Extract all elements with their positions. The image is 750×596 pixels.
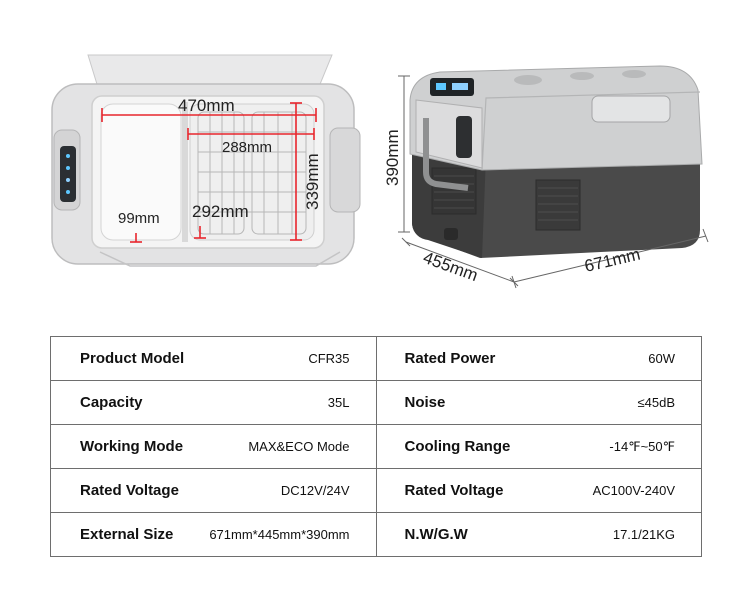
spec-label: Capacity (80, 394, 143, 411)
spec-value: 60W (648, 351, 675, 366)
spec-cell-right: Rated Voltage AC100V-240V (375, 468, 702, 513)
interior-width-label: 288mm (222, 139, 272, 156)
spec-value: DC12V/24V (280, 483, 350, 498)
spec-label: Cooling Range (404, 438, 511, 455)
table-row: Working Mode MAX&ECO Mode Cooling Range -1… (50, 424, 702, 469)
interior-depth-label: 339mm (303, 153, 322, 210)
large-compartment-label: 292mm (192, 202, 249, 221)
spec-value: 671mm*445mm*390mm (209, 527, 350, 542)
table-row: Product Model CFR35 Rated Power 60W (50, 336, 702, 381)
table-row: External Size 671mm*445mm*390mm N.W/G.W 17… (50, 512, 702, 557)
spec-label: Rated Voltage (404, 482, 504, 499)
table-row: Capacity 35L Noise ≤45dB (50, 380, 702, 425)
spec-label: Rated Power (404, 350, 496, 367)
fridge-side-view (409, 65, 703, 258)
spec-label: Product Model (80, 350, 185, 367)
spec-cell-right: N.W/G.W 17.1/21KG (375, 512, 702, 557)
product-illustration: 470mm 288mm 339mm 99mm 292mm (51, 54, 709, 289)
spec-value: ≤45dB (637, 395, 676, 410)
spec-value: AC100V-240V (592, 483, 675, 498)
interior-length-label: 470mm (178, 96, 235, 115)
spec-label: Noise (404, 394, 446, 411)
spec-value: MAX&ECO Mode (248, 439, 350, 454)
spec-value: CFR35 (308, 351, 350, 366)
spec-label: Working Mode (80, 438, 184, 455)
spec-value: -14℉~50℉ (609, 438, 675, 454)
interior-measure-lines (101, 102, 317, 243)
height-label: 390mm (383, 129, 402, 186)
exterior-measure-lines (398, 75, 709, 289)
spec-cell-left: External Size 671mm*445mm*390mm (50, 512, 377, 557)
spec-label: Rated Voltage (80, 482, 179, 499)
spec-value: 35L (327, 395, 350, 410)
spec-cell-right: Cooling Range -14℉~50℉ (375, 424, 702, 469)
spec-label: External Size (80, 526, 174, 543)
spec-cell-left: Working Mode MAX&ECO Mode (50, 424, 377, 469)
spec-cell-right: Noise ≤45dB (375, 380, 702, 425)
spec-label: N.W/G.W (404, 526, 468, 543)
table-row: Rated Voltage DC12V/24V Rated Voltage AC10… (50, 468, 702, 513)
small-compartment-label: 99mm (118, 210, 160, 227)
spec-value: 17.1/21KG (612, 527, 675, 542)
fridge-top-view (51, 54, 361, 267)
spec-cell-right: Rated Power 60W (375, 336, 702, 381)
spec-cell-left: Capacity 35L (50, 380, 377, 425)
spec-cell-left: Product Model CFR35 (50, 336, 377, 381)
spec-table: Product Model CFR35 Rated Power 60W Capaci… (50, 336, 702, 557)
spec-cell-left: Rated Voltage DC12V/24V (50, 468, 377, 513)
